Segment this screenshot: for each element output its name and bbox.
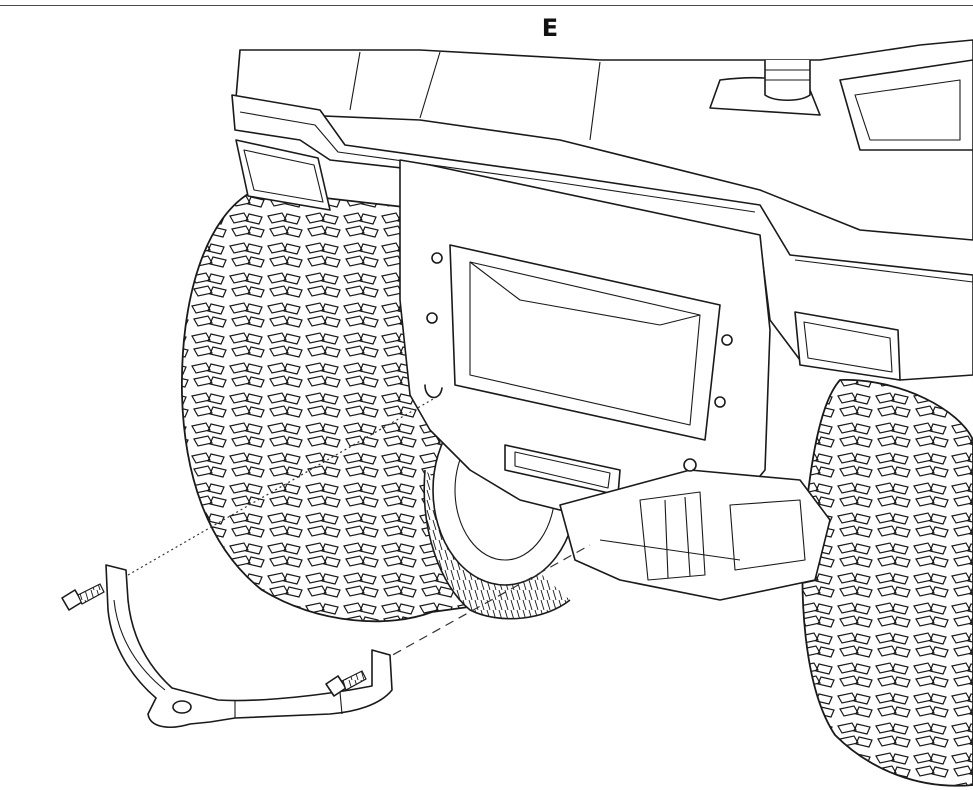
right-tail-light [794, 311, 901, 381]
top-divider [0, 5, 973, 6]
bolt-right [325, 670, 367, 697]
bolt-left [61, 583, 105, 611]
transaxle [559, 458, 831, 601]
alignment-line-right [379, 544, 591, 663]
step-label: E [541, 14, 559, 42]
right-rear-tire [801, 379, 973, 787]
hitch-plate-recess [449, 244, 721, 441]
left-tail-light [235, 139, 331, 211]
alignment-line-left [127, 394, 441, 576]
mount-hole [431, 252, 443, 264]
mount-hole [426, 312, 438, 324]
mounting-bracket [105, 564, 393, 728]
mount-hole [721, 334, 733, 346]
bracket-hole [172, 700, 192, 714]
hitch-plate [399, 159, 771, 521]
mount-hole [714, 396, 726, 408]
